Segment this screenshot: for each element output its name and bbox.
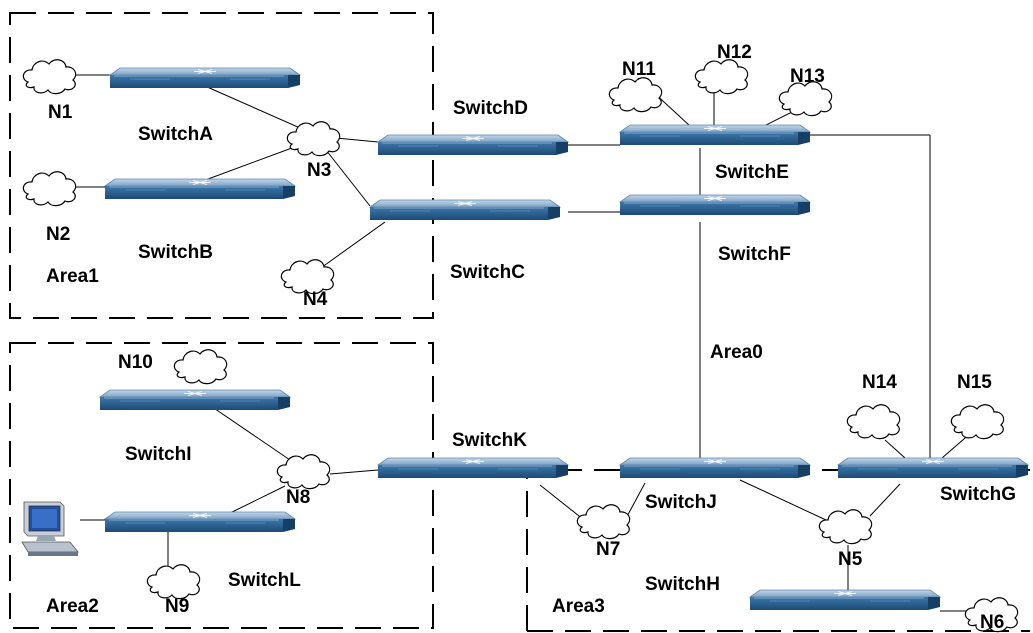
area0-label: Area0 <box>710 342 763 363</box>
switch-a-label: SwitchA <box>138 124 213 145</box>
network-n14-cloud-icon <box>846 404 901 440</box>
network-n4-label: N4 <box>303 289 328 310</box>
network-n9-cloud-icon <box>146 564 201 600</box>
network-n2-label: N2 <box>46 224 70 245</box>
network-n7-label: N7 <box>596 539 620 560</box>
switch-k-label: SwitchK <box>452 430 527 451</box>
network-n3-label: N3 <box>307 160 331 181</box>
network-n8-label: N8 <box>286 487 310 508</box>
network-n13-label: N13 <box>790 66 825 87</box>
network-n10-label: N10 <box>118 352 153 373</box>
network-n1-cloud-icon <box>22 59 77 95</box>
network-n9-label: N9 <box>165 596 189 617</box>
network-n3-cloud-icon <box>286 121 341 157</box>
area1-label: Area1 <box>46 266 99 287</box>
network-n5-cloud-icon <box>818 509 873 545</box>
switch-c-label: SwitchC <box>450 262 525 283</box>
area2-label: Area2 <box>46 596 99 617</box>
network-n11-cloud-icon <box>608 77 663 113</box>
area2-boundary <box>9 342 434 629</box>
network-n14-label: N14 <box>862 372 897 393</box>
switch-j-icon <box>619 457 811 479</box>
network-n1-label: N1 <box>48 102 73 123</box>
network-n7-cloud-icon <box>576 504 631 540</box>
links <box>70 74 973 612</box>
area1-boundary <box>9 12 434 319</box>
network-n12-label: N12 <box>717 42 752 63</box>
network-n10-cloud-icon <box>173 349 228 385</box>
switch-j-label: SwitchJ <box>645 492 717 513</box>
computer-icon <box>21 501 79 556</box>
network-n2-cloud-icon <box>22 171 77 207</box>
switch-l-icon <box>104 511 296 533</box>
switch-f-label: SwitchF <box>718 244 791 265</box>
switch-e-label: SwitchE <box>715 162 789 183</box>
network-n6-label: N6 <box>980 612 1004 633</box>
network-n12-cloud-icon <box>694 59 749 95</box>
switch-f-icon <box>619 194 811 216</box>
network-n15-label: N15 <box>957 372 992 393</box>
network-n15-cloud-icon <box>950 404 1005 440</box>
network-n8-cloud-icon <box>276 454 331 490</box>
network-n11-label: N11 <box>622 59 656 80</box>
switch-e-icon <box>619 124 811 146</box>
switch-g-label: SwitchG <box>940 484 1016 505</box>
switch-l-label: SwitchL <box>228 570 301 591</box>
area3-label: Area3 <box>552 596 605 617</box>
switch-g-icon <box>837 457 1029 479</box>
switch-i-label: SwitchI <box>125 444 192 465</box>
switch-h-label: SwitchH <box>645 574 720 595</box>
switch-b-icon <box>104 178 296 200</box>
switch-b-label: SwitchB <box>138 242 213 263</box>
switch-h-icon <box>749 589 941 611</box>
switch-i-icon <box>99 389 291 411</box>
switch-a-icon <box>109 67 301 89</box>
switch-d-label: SwitchD <box>453 98 528 119</box>
switch-k-icon <box>377 457 569 479</box>
switch-d-icon <box>377 134 569 156</box>
network-n5-label: N5 <box>838 549 863 570</box>
switch-c-icon <box>369 199 561 221</box>
